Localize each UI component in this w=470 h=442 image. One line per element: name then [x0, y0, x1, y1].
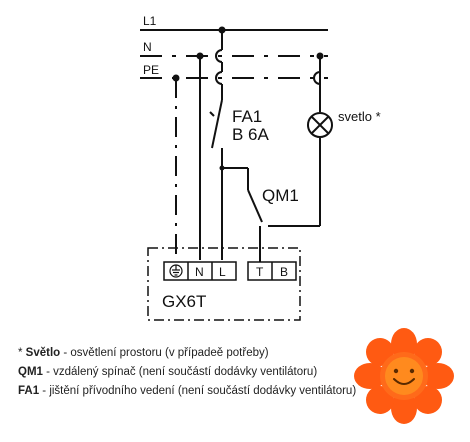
note-key: FA1: [18, 385, 40, 397]
smiling-flower-icon: [354, 328, 454, 424]
label-switch: QM1: [262, 186, 299, 205]
lamp-icon: [307, 112, 333, 138]
l1-crossover-pe: [215, 71, 223, 85]
note-text: - vzdálený spínač (není součástí dodávky…: [42, 366, 318, 378]
note-key: Světlo: [25, 347, 61, 359]
terminal-block-left: [163, 261, 237, 281]
terminal-b: B: [280, 265, 288, 279]
junction-pe: [172, 74, 180, 82]
l1-crossover-n: [215, 49, 223, 63]
label-lamp: svetlo *: [338, 109, 381, 124]
junction-lamp-n: [316, 52, 324, 60]
note-svetlo: * Světlo - osvětlení prostoru (v případe…: [18, 344, 356, 363]
device-outline: [147, 247, 301, 321]
label-n: N: [143, 40, 152, 54]
label-l1: L1: [143, 14, 157, 28]
note-qm1: QM1 - vzdálený spínač (není součástí dod…: [18, 363, 356, 382]
junction-n: [196, 52, 204, 60]
label-pe: PE: [143, 63, 159, 77]
junction-switch: [219, 165, 225, 171]
terminal-l: L: [219, 265, 226, 279]
terminal-n: N: [195, 265, 204, 279]
note-key: QM1: [18, 366, 43, 378]
note-fa1: FA1 - jištění přívodního vedení (není so…: [18, 382, 356, 401]
note-text: - osvětlení prostoru (v případeě potřeby…: [60, 347, 269, 359]
note-marker: *: [18, 347, 26, 359]
note-text: - jištění přívodního vedení (není součás…: [39, 385, 357, 397]
terminal-t: T: [256, 265, 264, 279]
wiring-diagram: L1 N PE FA1 B 6A svetlo * QM1 N L T B GX…: [140, 14, 381, 321]
breaker-contact: [211, 99, 223, 149]
legend-notes: * Světlo - osvětlení prostoru (v případe…: [18, 344, 356, 401]
label-breaker-rating: B 6A: [232, 125, 270, 144]
switch-qm1-contact: [247, 189, 263, 223]
label-breaker-name: FA1: [232, 107, 262, 126]
earth-ground-icon: [169, 264, 183, 278]
junction-l1: [218, 26, 226, 34]
device-name: GX6T: [162, 292, 206, 311]
